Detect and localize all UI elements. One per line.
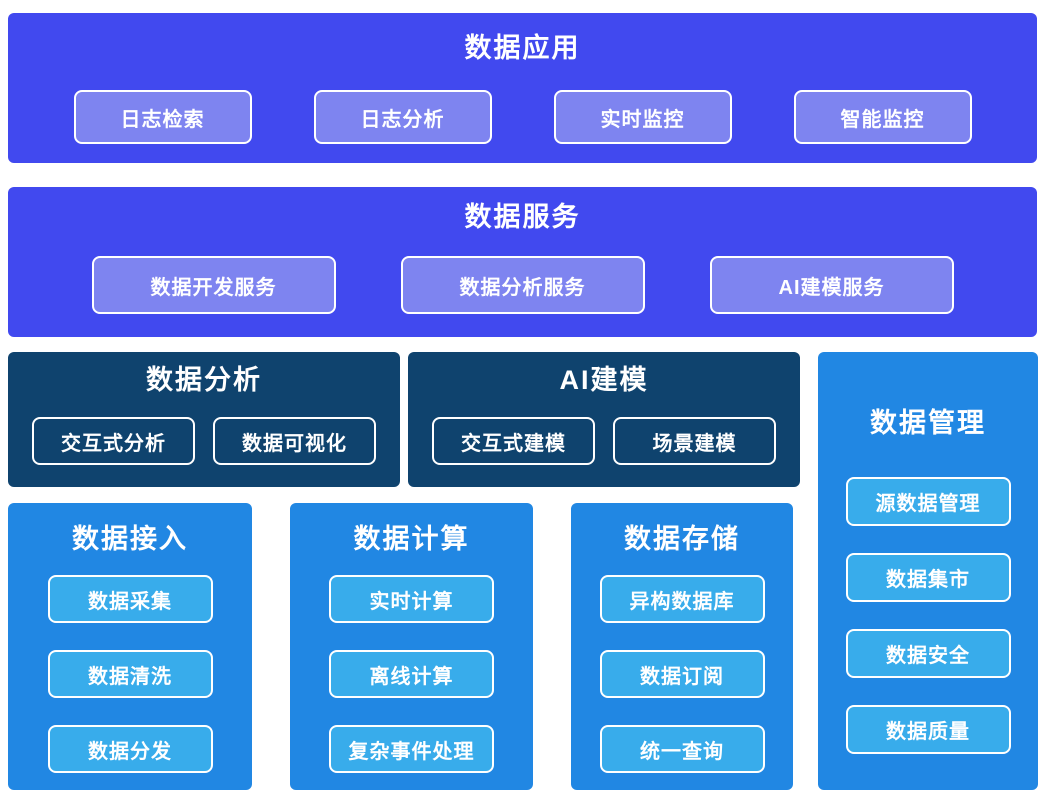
- node-data-subscription: 数据订阅: [599, 650, 765, 698]
- node-realtime-computing: 实时计算: [329, 575, 494, 623]
- node-scenario-modeling: 场景建模: [613, 417, 776, 465]
- node-row: 交互式建模 场景建模: [408, 417, 800, 465]
- node-data-visualization: 数据可视化: [213, 417, 376, 465]
- section-title: 数据应用: [464, 33, 581, 63]
- node-data-distribution: 数据分发: [47, 725, 213, 773]
- panel-data-computing: 数据计算 实时计算 离线计算 复杂事件处理: [290, 503, 533, 790]
- panel-title: 数据存储: [624, 524, 740, 554]
- node-row: 数据开发服务 数据分析服务 AI建模服务: [8, 256, 1037, 314]
- node-ai-modeling-service: AI建模服务: [709, 256, 954, 314]
- section-data-application: 数据应用 日志检索 日志分析 实时监控 智能监控: [8, 13, 1037, 163]
- panel-title: 数据管理: [870, 408, 986, 438]
- node-intelligent-monitoring: 智能监控: [793, 90, 972, 144]
- panel-title: AI建模: [559, 365, 649, 395]
- node-complex-event-processing: 复杂事件处理: [329, 725, 494, 773]
- node-interactive-analysis: 交互式分析: [32, 417, 195, 465]
- node-list: 源数据管理 数据集市 数据安全 数据质量: [845, 477, 1011, 754]
- node-data-security: 数据安全: [845, 629, 1011, 678]
- node-data-quality: 数据质量: [845, 705, 1011, 754]
- node-list: 实时计算 离线计算 复杂事件处理: [329, 575, 494, 773]
- node-offline-computing: 离线计算: [329, 650, 494, 698]
- node-unified-query: 统一查询: [599, 725, 765, 773]
- node-list: 数据采集 数据清洗 数据分发: [47, 575, 213, 773]
- panel-data-analysis: 数据分析 交互式分析 数据可视化: [8, 352, 400, 487]
- node-list: 异构数据库 数据订阅 统一查询: [599, 575, 765, 773]
- node-data-collection: 数据采集: [47, 575, 213, 623]
- panel-data-management: 数据管理 源数据管理 数据集市 数据安全 数据质量: [818, 352, 1038, 790]
- node-heterogeneous-database: 异构数据库: [599, 575, 765, 623]
- node-realtime-monitoring: 实时监控: [553, 90, 732, 144]
- node-row: 日志检索 日志分析 实时监控 智能监控: [8, 90, 1037, 144]
- node-log-retrieval: 日志检索: [73, 90, 252, 144]
- panel-data-storage: 数据存储 异构数据库 数据订阅 统一查询: [571, 503, 793, 790]
- panel-data-access: 数据接入 数据采集 数据清洗 数据分发: [8, 503, 252, 790]
- panel-title: 数据接入: [72, 524, 188, 554]
- node-data-mart: 数据集市: [845, 553, 1011, 602]
- node-data-dev-service: 数据开发服务: [91, 256, 336, 314]
- node-interactive-modeling: 交互式建模: [432, 417, 595, 465]
- panel-title: 数据计算: [353, 524, 470, 554]
- node-source-data-management: 源数据管理: [845, 477, 1011, 526]
- node-log-analysis: 日志分析: [313, 90, 492, 144]
- panel-ai-modeling: AI建模 交互式建模 场景建模: [408, 352, 800, 487]
- node-row: 交互式分析 数据可视化: [8, 417, 400, 465]
- section-title: 数据服务: [464, 202, 581, 232]
- node-data-cleaning: 数据清洗: [47, 650, 213, 698]
- section-data-service: 数据服务 数据开发服务 数据分析服务 AI建模服务: [8, 187, 1037, 337]
- panel-title: 数据分析: [146, 365, 262, 395]
- node-data-analysis-service: 数据分析服务: [400, 256, 645, 314]
